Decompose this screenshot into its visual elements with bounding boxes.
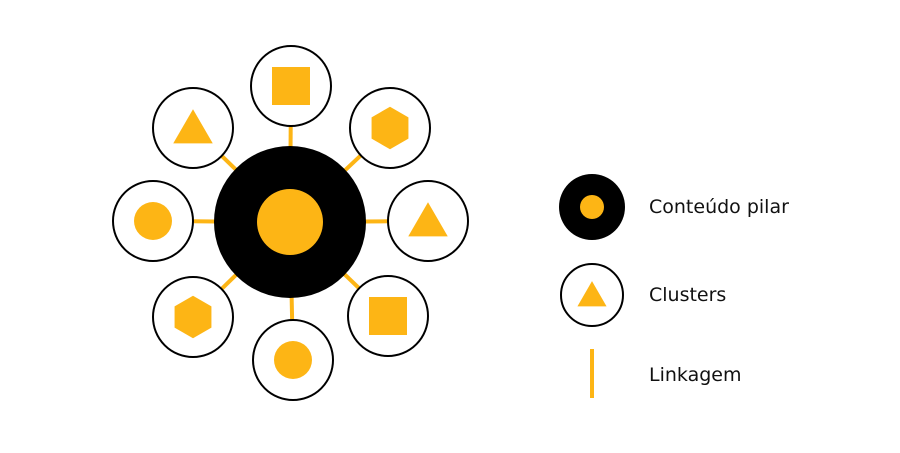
cluster-node (153, 88, 233, 168)
circle-icon (274, 341, 312, 379)
cluster-node (253, 320, 333, 400)
cluster-node (113, 181, 193, 261)
square-icon (272, 67, 310, 105)
cluster-node (388, 181, 468, 261)
link-line (344, 155, 362, 172)
cluster-node (350, 88, 430, 168)
link-line (343, 273, 359, 289)
pillar-inner-circle-icon (257, 189, 323, 255)
legend-pillar-inner-circle-icon (580, 195, 604, 219)
pillar-node (214, 146, 366, 298)
link-line (221, 274, 237, 290)
legend-label-pillar: Conteúdo pilar (649, 196, 789, 218)
legend-label-clusters: Clusters (649, 284, 726, 306)
cluster-node (348, 276, 428, 356)
legend-icons (559, 174, 625, 398)
circle-icon (134, 202, 172, 240)
link-line (221, 155, 237, 170)
legend-label-linkage: Linkagem (649, 364, 741, 386)
square-icon (369, 297, 407, 335)
cluster-node (251, 46, 331, 126)
cluster-node (153, 277, 233, 357)
link-line (292, 296, 293, 321)
